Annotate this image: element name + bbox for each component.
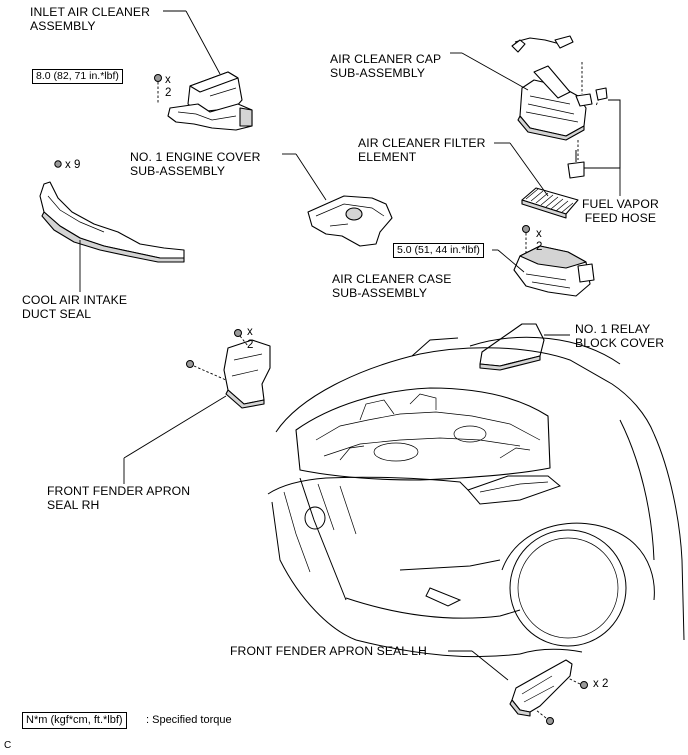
vehicle-front-illustration bbox=[267, 336, 685, 658]
qty-case-bolt: x 2 bbox=[536, 228, 543, 253]
air-cleaner-cap-part bbox=[511, 35, 593, 141]
clip-icon bbox=[54, 160, 62, 168]
inlet-air-cleaner-part bbox=[167, 71, 253, 131]
cool-air-intake-seal-part bbox=[39, 181, 185, 263]
air-cleaner-filter-part bbox=[521, 187, 579, 219]
label-inlet-air-cleaner: INLET AIR CLEANER ASSEMBLY bbox=[30, 5, 151, 33]
qty-clip-cool-air: x 9 bbox=[65, 159, 81, 171]
label-fender-apron-rh: FRONT FENDER APRON SEAL RH bbox=[47, 484, 191, 512]
lh-clip-icon bbox=[535, 677, 588, 725]
label-cool-air-intake: COOL AIR INTAKE DUCT SEAL bbox=[22, 293, 128, 321]
engine-cover-part bbox=[307, 195, 393, 247]
rh-clip-icon bbox=[186, 329, 249, 381]
label-fuel-vapor: FUEL VAPOR FEED HOSE bbox=[582, 197, 659, 225]
label-relay-block-cover: NO. 1 RELAY BLOCK COVER bbox=[575, 322, 665, 350]
relay-block-cover-part bbox=[479, 323, 545, 371]
case-bolt-icon bbox=[522, 225, 530, 254]
label-air-cleaner-cap: AIR CLEANER CAP SUB-ASSEMBLY bbox=[330, 52, 442, 80]
corner-mark: C bbox=[4, 740, 12, 751]
air-cleaner-case-part bbox=[513, 245, 595, 297]
label-air-cleaner-case: AIR CLEANER CASE SUB-ASSEMBLY bbox=[332, 272, 452, 300]
inlet-bolt-icon bbox=[154, 74, 162, 104]
qty-rh-clip: x 2 bbox=[247, 326, 254, 351]
qty-inlet-bolt: x 2 bbox=[165, 74, 172, 99]
fuel-vapor-hose-part bbox=[567, 99, 621, 179]
legend-description: : Specified torque bbox=[146, 714, 232, 726]
fender-apron-lh-part bbox=[509, 659, 573, 717]
torque-inlet: 8.0 (82, 71 in.*lbf) bbox=[32, 69, 123, 84]
qty-lh-clip: x 2 bbox=[593, 678, 609, 690]
legend-torque-unit: N*m (kgf*cm, ft.*lbf) bbox=[22, 712, 127, 729]
label-fender-apron-lh: FRONT FENDER APRON SEAL LH bbox=[230, 644, 427, 658]
fender-apron-rh-part bbox=[223, 339, 271, 409]
torque-case: 5.0 (51, 44 in.*lbf) bbox=[393, 243, 484, 258]
label-engine-cover: NO. 1 ENGINE COVER SUB-ASSEMBLY bbox=[130, 150, 261, 178]
label-air-cleaner-filter: AIR CLEANER FILTER ELEMENT bbox=[358, 136, 486, 164]
